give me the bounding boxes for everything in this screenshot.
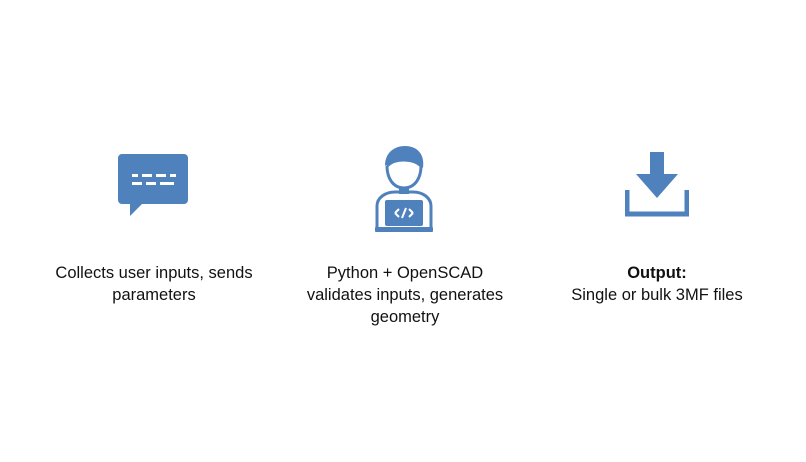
step-3-heading: Output:	[627, 264, 687, 282]
step-2-line-3: geometry	[370, 308, 440, 326]
download-icon	[625, 152, 689, 218]
step-1-line-1: Collects user inputs, sends	[55, 264, 253, 282]
step-2-caption: Python + OpenSCAD validates inputs, gene…	[280, 262, 530, 328]
step-3-caption: Output: Single or bulk 3MF files	[532, 262, 782, 306]
step-1-line-2: parameters	[112, 286, 196, 304]
step-3-line-1: Single or bulk 3MF files	[571, 286, 743, 304]
step-2-line-1: Python + OpenSCAD	[326, 264, 484, 282]
developer-laptop-icon	[371, 146, 437, 234]
step-2-line-2: validates inputs, generates	[306, 286, 504, 304]
chat-bubble-icon	[118, 154, 188, 216]
step-1-caption: Collects user inputs, sends parameters	[29, 262, 279, 306]
